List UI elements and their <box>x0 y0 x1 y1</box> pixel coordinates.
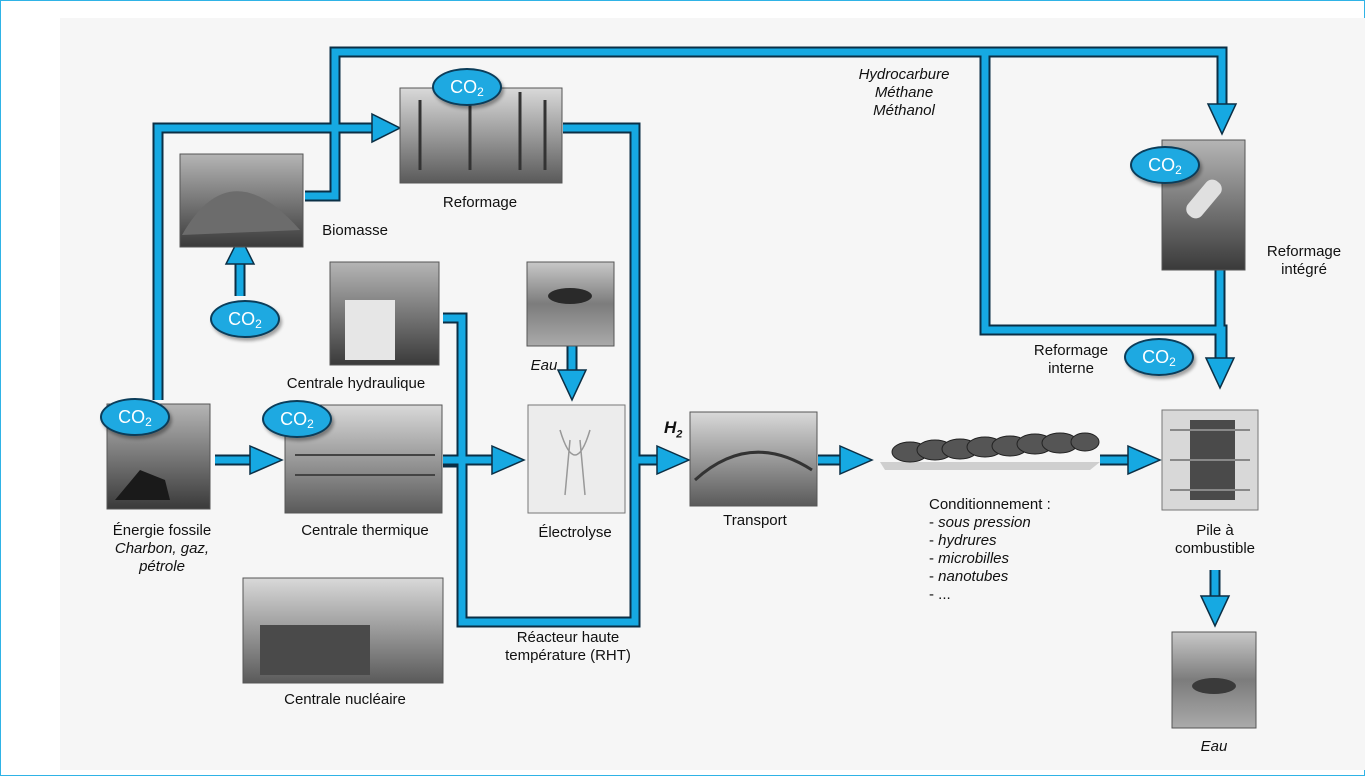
rht-label: Réacteur haute température (RHT) <box>505 629 631 664</box>
list-item: - hydrures <box>929 532 997 549</box>
conditionnement-photo <box>880 432 1100 470</box>
electrolyse-label: Électrolyse <box>538 524 612 541</box>
list-item: - ... <box>929 586 951 603</box>
co2-bubble-fossil: CO2 <box>100 398 170 436</box>
eau-top-photo <box>526 261 615 347</box>
arrow-to-storage-icon <box>839 444 874 476</box>
pile-combustible-label: Pile à combustible <box>1174 522 1256 557</box>
centrale-thermique-label: Centrale thermique <box>301 522 429 539</box>
arrow-to-pile-down-icon <box>1204 357 1236 390</box>
arrow-to-integrated-icon <box>1206 103 1238 136</box>
pile-combustible-photo <box>1161 409 1259 511</box>
list-item: - microbilles <box>929 550 1010 567</box>
centrale-nucleaire-label: Centrale nucléaire <box>284 691 406 708</box>
list-item: - nanotubes <box>929 568 1009 585</box>
reformage-label: Reformage <box>442 194 518 211</box>
arrow-to-transport-icon <box>656 444 691 476</box>
arrow-up-to-biomass-icon <box>224 234 256 265</box>
arrow-to-water-icon <box>1199 595 1231 628</box>
photos <box>106 87 1259 729</box>
arrow-water-down-icon <box>556 369 588 402</box>
flow-lines <box>152 46 1228 628</box>
energie-fossile-label: Énergie fossile Charbon, gaz, pétrole <box>112 522 212 575</box>
arrow-to-thermal-icon <box>249 444 284 476</box>
eau-top-label: Eau <box>530 357 558 374</box>
conditionnement-label: Conditionnement : - sous pression - hydr… <box>929 496 1079 604</box>
biomasse-label: Biomasse <box>322 222 388 239</box>
co2-bubble-reformage: CO2 <box>432 68 502 106</box>
co2-bubble-biomass: CO2 <box>210 300 280 338</box>
arrow-to-pile-icon <box>1127 444 1162 476</box>
hydrocarbure-label: Hydrocarbure Méthane Méthanol <box>858 66 950 119</box>
reformage-interne-label: Reformage interne <box>1033 342 1109 377</box>
co2-bubble-integrated: CO2 <box>1130 146 1200 184</box>
h2-label: H2 <box>664 418 683 441</box>
co2-bubble-internal: CO2 <box>1124 338 1194 376</box>
electrolyse-photo <box>527 404 626 514</box>
eau-bottom-label: Eau <box>1200 738 1228 755</box>
centrale-hydraulique-label: Centrale hydraulique <box>286 375 426 392</box>
transport-photo <box>689 411 818 507</box>
co2-bubble-thermal: CO2 <box>262 400 332 438</box>
list-item: - sous pression <box>929 514 1031 531</box>
reformage-integre-label: Reformage intégré <box>1266 243 1342 278</box>
arrow-to-reformage-icon <box>371 112 402 144</box>
conditionnement-list: - sous pression - hydrures - microbilles… <box>929 514 1079 604</box>
arrow-to-electrolysis-icon <box>491 444 526 476</box>
transport-label: Transport <box>723 512 787 529</box>
